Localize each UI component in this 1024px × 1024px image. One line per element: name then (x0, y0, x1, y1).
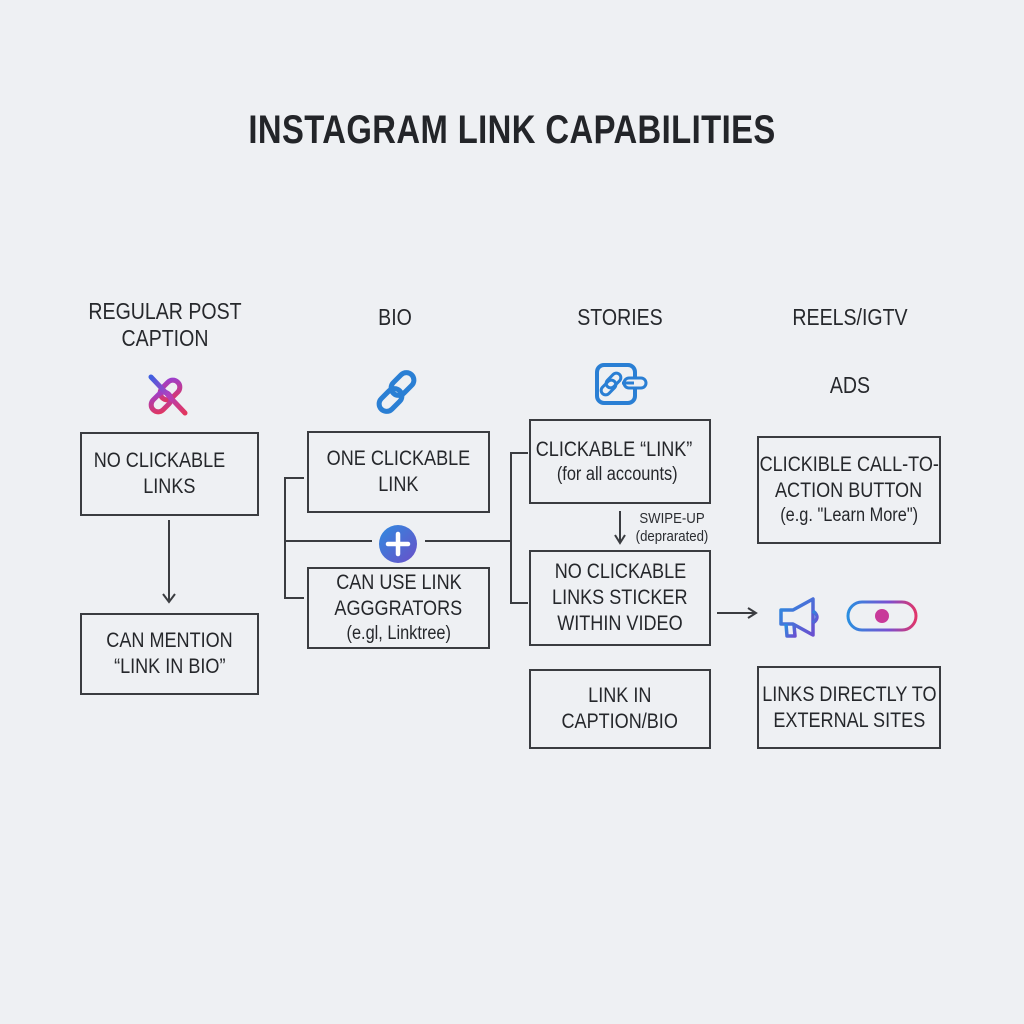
box-text: LINKS DIRECTLY TO (761, 682, 937, 706)
arrow-down-icon (162, 593, 176, 604)
bracket-line (284, 477, 304, 479)
connector-line (168, 520, 170, 600)
box-clickable-cta-button: CLICKIBLE CALL-TO- ACTION BUTTON (e.g. "… (757, 436, 941, 544)
box-link-in-caption-bio: LINK IN CAPTION/BIO (529, 669, 711, 749)
box-text: AGGGRATORS (334, 597, 463, 620)
connector-line (717, 612, 755, 614)
box-text: NO CLICKABLE (554, 560, 686, 583)
connector-line (284, 540, 372, 542)
heading-line: CAPTION (121, 325, 209, 351)
megaphone-icon (779, 597, 819, 638)
bracket-line (284, 477, 286, 599)
broken-link-icon (148, 374, 188, 416)
plus-icon (379, 525, 417, 563)
box-text: LINKS (143, 475, 196, 498)
bracket-line (510, 602, 528, 604)
bracket-line (284, 597, 304, 599)
toggle-button-icon (846, 600, 918, 632)
note-text: SWIPE-UP (639, 510, 705, 527)
bracket-line (510, 452, 528, 454)
box-links-to-external-sites: LINKS DIRECTLY TO EXTERNAL SITES (757, 666, 941, 749)
box-text: LINK (378, 473, 419, 496)
box-text: CAPTION/BIO (561, 710, 679, 733)
heading-reels-igtv: REELS/IGTV (792, 304, 908, 330)
link-icon (376, 370, 417, 414)
box-text: CAN MENTION (106, 629, 233, 652)
box-text: WITHIN VIDEO (557, 612, 683, 635)
note-text: (deprarated) (635, 528, 709, 545)
arrow-right-icon (747, 607, 758, 619)
heading-stories: STORIES (577, 304, 663, 330)
box-one-clickable-link: ONE CLICKABLE LINK (307, 431, 490, 513)
box-text: CLICKIBLE CALL-TO- (759, 453, 939, 476)
arrow-down-icon (614, 534, 626, 545)
swipe-up-note: SWIPE-UP (deprarated) (635, 510, 709, 546)
link-sticker-icon (595, 363, 648, 405)
heading-bio: BIO (378, 304, 412, 330)
box-can-mention-link-in-bio: CAN MENTION “LINK IN BIO” (80, 613, 259, 695)
heading-ads: ADS (829, 372, 871, 398)
connector-line (619, 511, 621, 541)
box-text: (e.gl, Linktree) (346, 623, 451, 644)
connector-line (425, 540, 512, 542)
box-text: (for all accounts) (556, 463, 678, 485)
box-text: LINK IN (588, 684, 652, 707)
heading-line: REGULAR POST (88, 298, 242, 324)
box-text: NO CLICKABLE (93, 449, 226, 472)
box-text: (e.g. "Learn More") (780, 505, 918, 526)
box-clickable-link-sticker: CLICKABLE “LINK” (for all accounts) (529, 419, 711, 504)
heading-regular-post: REGULAR POST CAPTION (84, 298, 246, 352)
box-text: CLICKABLE “LINK” (535, 437, 693, 461)
box-no-clickable-links: NO CLICKABLE LINKS (80, 432, 259, 516)
box-link-aggregators: CAN USE LINK AGGGRATORS (e.gl, Linktree) (307, 567, 490, 649)
box-text: EXTERNAL SITES (773, 708, 925, 732)
bracket-line (510, 452, 512, 604)
box-text: “LINK IN BIO” (113, 655, 226, 678)
box-text: ONE CLICKABLE (326, 447, 471, 470)
box-text: LINKS STICKER (552, 586, 688, 609)
diagram-title: INSTAGRAM LINK CAPABILITIES (248, 108, 776, 152)
box-no-clickable-links-sticker: NO CLICKABLE LINKS STICKER WITHIN VIDEO (529, 550, 711, 646)
box-text: ACTION BUTTON (775, 479, 923, 502)
box-text: CAN USE LINK (335, 571, 462, 594)
